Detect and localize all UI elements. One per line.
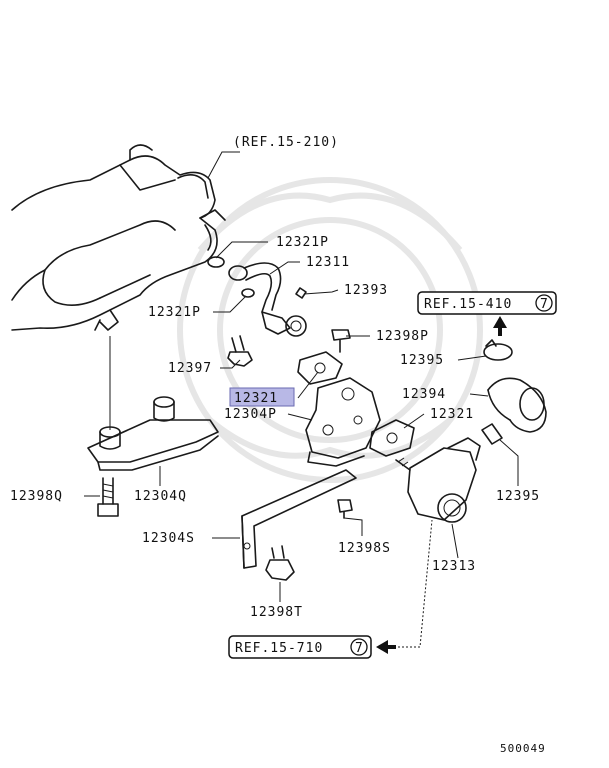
valve-12313 (395, 437, 481, 523)
label-12321-right: 12321 (430, 407, 474, 422)
arrow-up-icon (493, 316, 507, 336)
ref-15-710-label: REF.15-710 (235, 641, 323, 656)
label-12398Q: 12398Q (10, 489, 63, 504)
label-12398S: 12398S (338, 541, 391, 556)
hose-12394 (487, 377, 547, 433)
bracket-12304Q (87, 396, 219, 471)
oil-pipe-12311 (207, 256, 307, 337)
label-12395-right: 12395 (496, 489, 540, 504)
label-12394: 12394 (402, 387, 446, 402)
arrow-left-icon (376, 640, 396, 654)
bolt-12398T (265, 545, 295, 581)
label-12311: 12311 (306, 255, 350, 270)
label-12395-top: 12395 (400, 353, 444, 368)
clamp-12395-right (481, 423, 503, 445)
label-12304S: 12304S (142, 531, 195, 546)
label-12398P: 12398P (376, 329, 429, 344)
label-12321-highlighted: 12321 (234, 391, 278, 406)
label-12397: 12397 (168, 361, 212, 376)
leader-lines (84, 241, 519, 602)
intake-manifold (11, 144, 226, 331)
bolt-12397 (227, 335, 253, 367)
watermark-logo (177, 177, 483, 483)
label-12398T: 12398T (250, 605, 303, 620)
ref-15-410-box[interactable]: REF.15-410 7 (417, 291, 557, 315)
label-12393: 12393 (344, 283, 388, 298)
gasket-12321 (297, 351, 343, 385)
bolt-12398P (331, 329, 351, 353)
clamp-12395-top (483, 339, 513, 361)
label-12313: 12313 (432, 559, 476, 574)
ref-15-410-label: REF.15-410 (424, 297, 512, 312)
ref-15-410-circle-number: 7 (540, 297, 549, 312)
highlight-box (229, 387, 295, 407)
label-12321P-top: 12321P (276, 235, 329, 250)
ref-15-710-circle-number: 7 (355, 641, 364, 656)
gasket-12321-right (369, 419, 415, 457)
label-12304Q: 12304Q (134, 489, 187, 504)
bolt-12398Q (97, 477, 119, 517)
ref-15-210-callout[interactable]: (REF.15-210) (207, 130, 358, 179)
ref-15-210-label: (REF.15-210) (233, 135, 339, 150)
bracket-12304S (241, 469, 357, 569)
label-12321P-left: 12321P (148, 305, 201, 320)
diagram-id: 500049 (500, 742, 546, 755)
bolt-12398S (337, 499, 353, 519)
highlighted-part-12321[interactable]: 12321 (229, 387, 295, 407)
ref-15-710-box[interactable]: REF.15-710 7 (228, 635, 372, 659)
label-12304P: 12304P (224, 407, 277, 422)
